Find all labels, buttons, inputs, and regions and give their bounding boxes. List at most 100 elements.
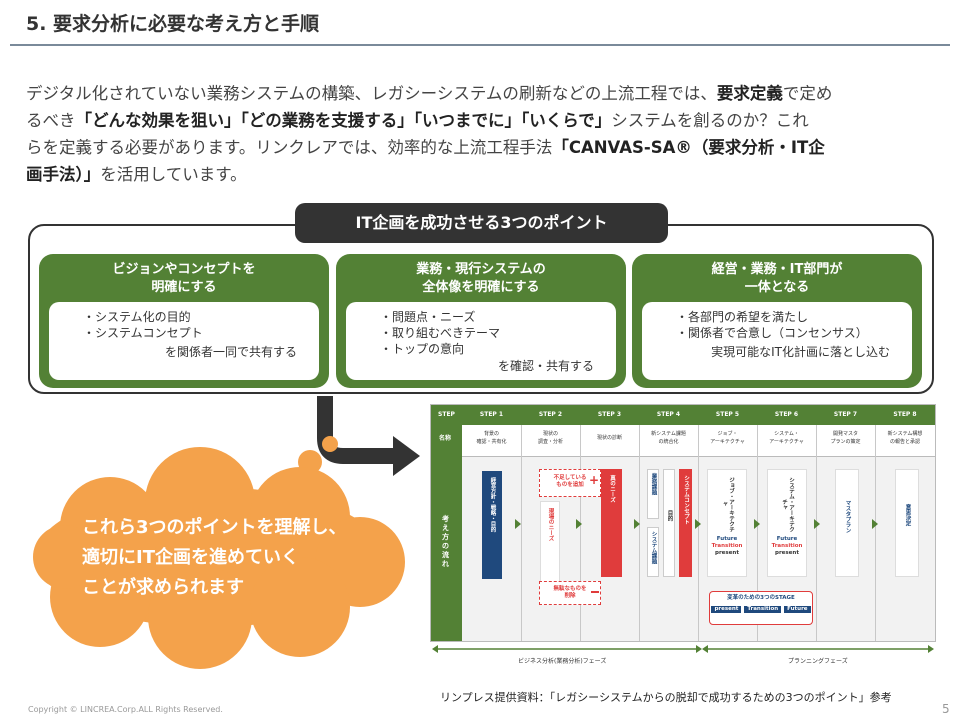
future-label: Future	[716, 536, 738, 542]
step7-text: マスタプラン	[844, 500, 851, 533]
chevron-right-icon	[634, 519, 640, 529]
step8-box: 意思決定	[895, 469, 919, 577]
step-name-line: 現状の	[542, 431, 558, 437]
diagram-step-label: STEP 5	[715, 411, 740, 418]
phase1-label: ビジネス分析(業務分析)フェーズ	[518, 658, 607, 665]
cloud-message: これら3つのポイントを理解し、 適切にIT企画を進めていく ことが求められます	[82, 513, 402, 603]
arrow-head	[393, 436, 420, 476]
point-card-heading: ビジョンやコンセプトを 明確にする	[39, 254, 329, 300]
cloud-line: これら3つのポイントを理解し、	[82, 517, 347, 538]
point-item: ・システムコンセプト	[83, 326, 203, 340]
delete-note-line: 削除	[564, 593, 576, 599]
title-divider	[10, 44, 950, 46]
diagram-step-name: システム・アーキテクチャ	[757, 430, 816, 446]
column-divider	[580, 425, 581, 641]
stage-transition: Transition	[744, 606, 782, 613]
column-divider	[521, 425, 522, 641]
diagram-name-header: 名称	[439, 435, 452, 442]
intro-text: デジタル化されていない業務システムの構築、レガシーシステムの刷新などの上流工程で…	[26, 84, 717, 103]
step1-box: 経営方針・戦略・目的	[482, 471, 502, 579]
step3-box: 真のニーズ	[601, 469, 622, 577]
step-name-line: システム・	[774, 431, 799, 437]
intro-bold: 「どんな効果を狙い」「どの業務を支援する」「いつまでに」「いくらで」	[75, 111, 612, 130]
copyright: Copyright © LINCREA.Corp.ALL Rights Rese…	[28, 705, 223, 714]
step5-box: ジョブ・アーキテクチャ Future Transition present	[707, 469, 747, 577]
point-card-body: ・システム化の目的 ・システムコンセプト を関係者一同で共有する	[49, 302, 319, 380]
point-card-heading: 経営・業務・IT部門が 一体となる	[632, 254, 922, 300]
column-divider	[698, 425, 699, 641]
stage-banner: 変革のための3つのSTAGE present Transition Future	[709, 591, 813, 625]
diagram-step-name: 現状の診断	[580, 434, 639, 442]
intro-text: で定め	[782, 84, 833, 103]
point-card-heading-line: 明確にする	[151, 280, 217, 295]
present-label: present	[715, 550, 739, 556]
page-title: 5. 要求分析に必要な考え方と手順	[26, 13, 320, 35]
point-item: ・取り組むべきテーマ	[380, 326, 501, 340]
step4-purpose-box: 目的	[663, 469, 675, 577]
diagram-step-label: STEP 6	[774, 411, 799, 418]
point-card-unity: 経営・業務・IT部門が 一体となる ・各部門の希望を満たし ・関係者で合意し（コ…	[632, 254, 922, 388]
chevron-right-icon	[814, 519, 820, 529]
phase2-label: プランニングフェーズ	[788, 658, 848, 665]
diagram-step-label: STEP 2	[538, 411, 563, 418]
diagram-step-name: 新システム課題の統合化	[639, 430, 698, 446]
point-card-vision: ビジョンやコンセプトを 明確にする ・システム化の目的 ・システムコンセプト を…	[39, 254, 329, 388]
source-note: リンプレス提供資料：「レガシーシステムからの脱却で成功するための3つのポイント」…	[440, 691, 892, 704]
diagram-step-label: STEP 7	[833, 411, 858, 418]
step2-text: 現場のニーズ	[547, 508, 554, 541]
step-name-line: アーキテクチャ	[769, 439, 804, 445]
stage-row: present Transition Future	[710, 606, 812, 613]
process-diagram: STEP 名称 考え方の流れ STEP 1 STEP 2 STEP 3 STEP…	[430, 404, 936, 642]
add-note-line: 不足している	[553, 475, 587, 481]
chevron-right-icon	[872, 519, 878, 529]
point-note: 実現可能なIT化計画に落とし込む	[711, 345, 890, 359]
diagram-step-name: 新システム構想の報告と承認	[875, 430, 935, 446]
step-name-line: 新システム課題	[651, 431, 686, 437]
step4-concept-box: システムコンセプト	[679, 469, 692, 577]
transition-label: Transition	[771, 543, 803, 549]
add-note-box: 不足しているものを追加	[539, 469, 601, 497]
diagram-step-label: STEP 8	[893, 411, 917, 418]
point-note: を関係者一同で共有する	[164, 345, 297, 359]
chevron-right-icon	[695, 519, 701, 529]
diagram-name-row	[431, 425, 935, 457]
step6-text: システム・アーキテクチャ	[781, 476, 794, 532]
step-name-line: 背景の	[483, 431, 499, 437]
step4-purpose-text: 目的	[666, 510, 673, 521]
intro-text: らを定義する必要があります。リンクレアでは、効率的な上流工程手法	[26, 138, 553, 157]
step6-box: システム・アーキテクチャ Future Transition present	[767, 469, 807, 577]
step-name-line: 現状の診断	[596, 435, 622, 441]
diagram-step-name: 現状の調査・分析	[521, 430, 580, 446]
step8-text: 意思決定	[904, 504, 911, 526]
step7-box: マスタプラン	[835, 469, 859, 577]
point-card-heading-line: ビジョンやコンセプトを	[112, 262, 256, 277]
step-name-line: アーキテクチャ	[710, 439, 745, 445]
stage-future: Future	[784, 606, 811, 613]
step5-text: ジョブ・アーキテクチャ	[721, 476, 734, 532]
intro-bold: 要求定義	[716, 84, 783, 103]
step-chevrons	[515, 519, 878, 529]
point-item: ・システム化の目的	[83, 310, 191, 324]
point-card-heading: 業務・現行システムの 全体像を明確にする	[336, 254, 626, 300]
diagram-step-label: STEP 4	[656, 411, 681, 418]
intro-bold: 画手法）」	[26, 165, 101, 184]
delete-note-box: 無駄なものを削除	[539, 581, 601, 605]
diagram-step-row	[431, 405, 935, 425]
diagram-step-name: 背景の確認・共有化	[462, 430, 521, 446]
points-title: IT企画を成功させる3つのポイント	[295, 203, 668, 243]
step1-text: 経営方針・戦略・目的	[489, 477, 496, 532]
point-item: ・トップの意向	[380, 342, 465, 356]
stage-title: 変革のための3つのSTAGE	[727, 595, 795, 601]
page-number: 5	[942, 702, 950, 716]
chevron-right-icon	[754, 519, 760, 529]
point-item: ・問題点・ニーズ	[380, 310, 476, 324]
step-name-line: の報告と承認	[889, 439, 920, 445]
point-item: ・各部門の希望を満たし	[676, 310, 809, 324]
phase2-arrow-icon	[702, 645, 934, 653]
transition-label: Transition	[711, 543, 743, 549]
column-divider	[875, 425, 876, 641]
column-divider	[639, 425, 640, 641]
column-divider	[816, 425, 817, 641]
diagram-flow-label: 考え方の流れ	[442, 515, 449, 568]
step4-system-box: システム課題	[647, 527, 659, 577]
